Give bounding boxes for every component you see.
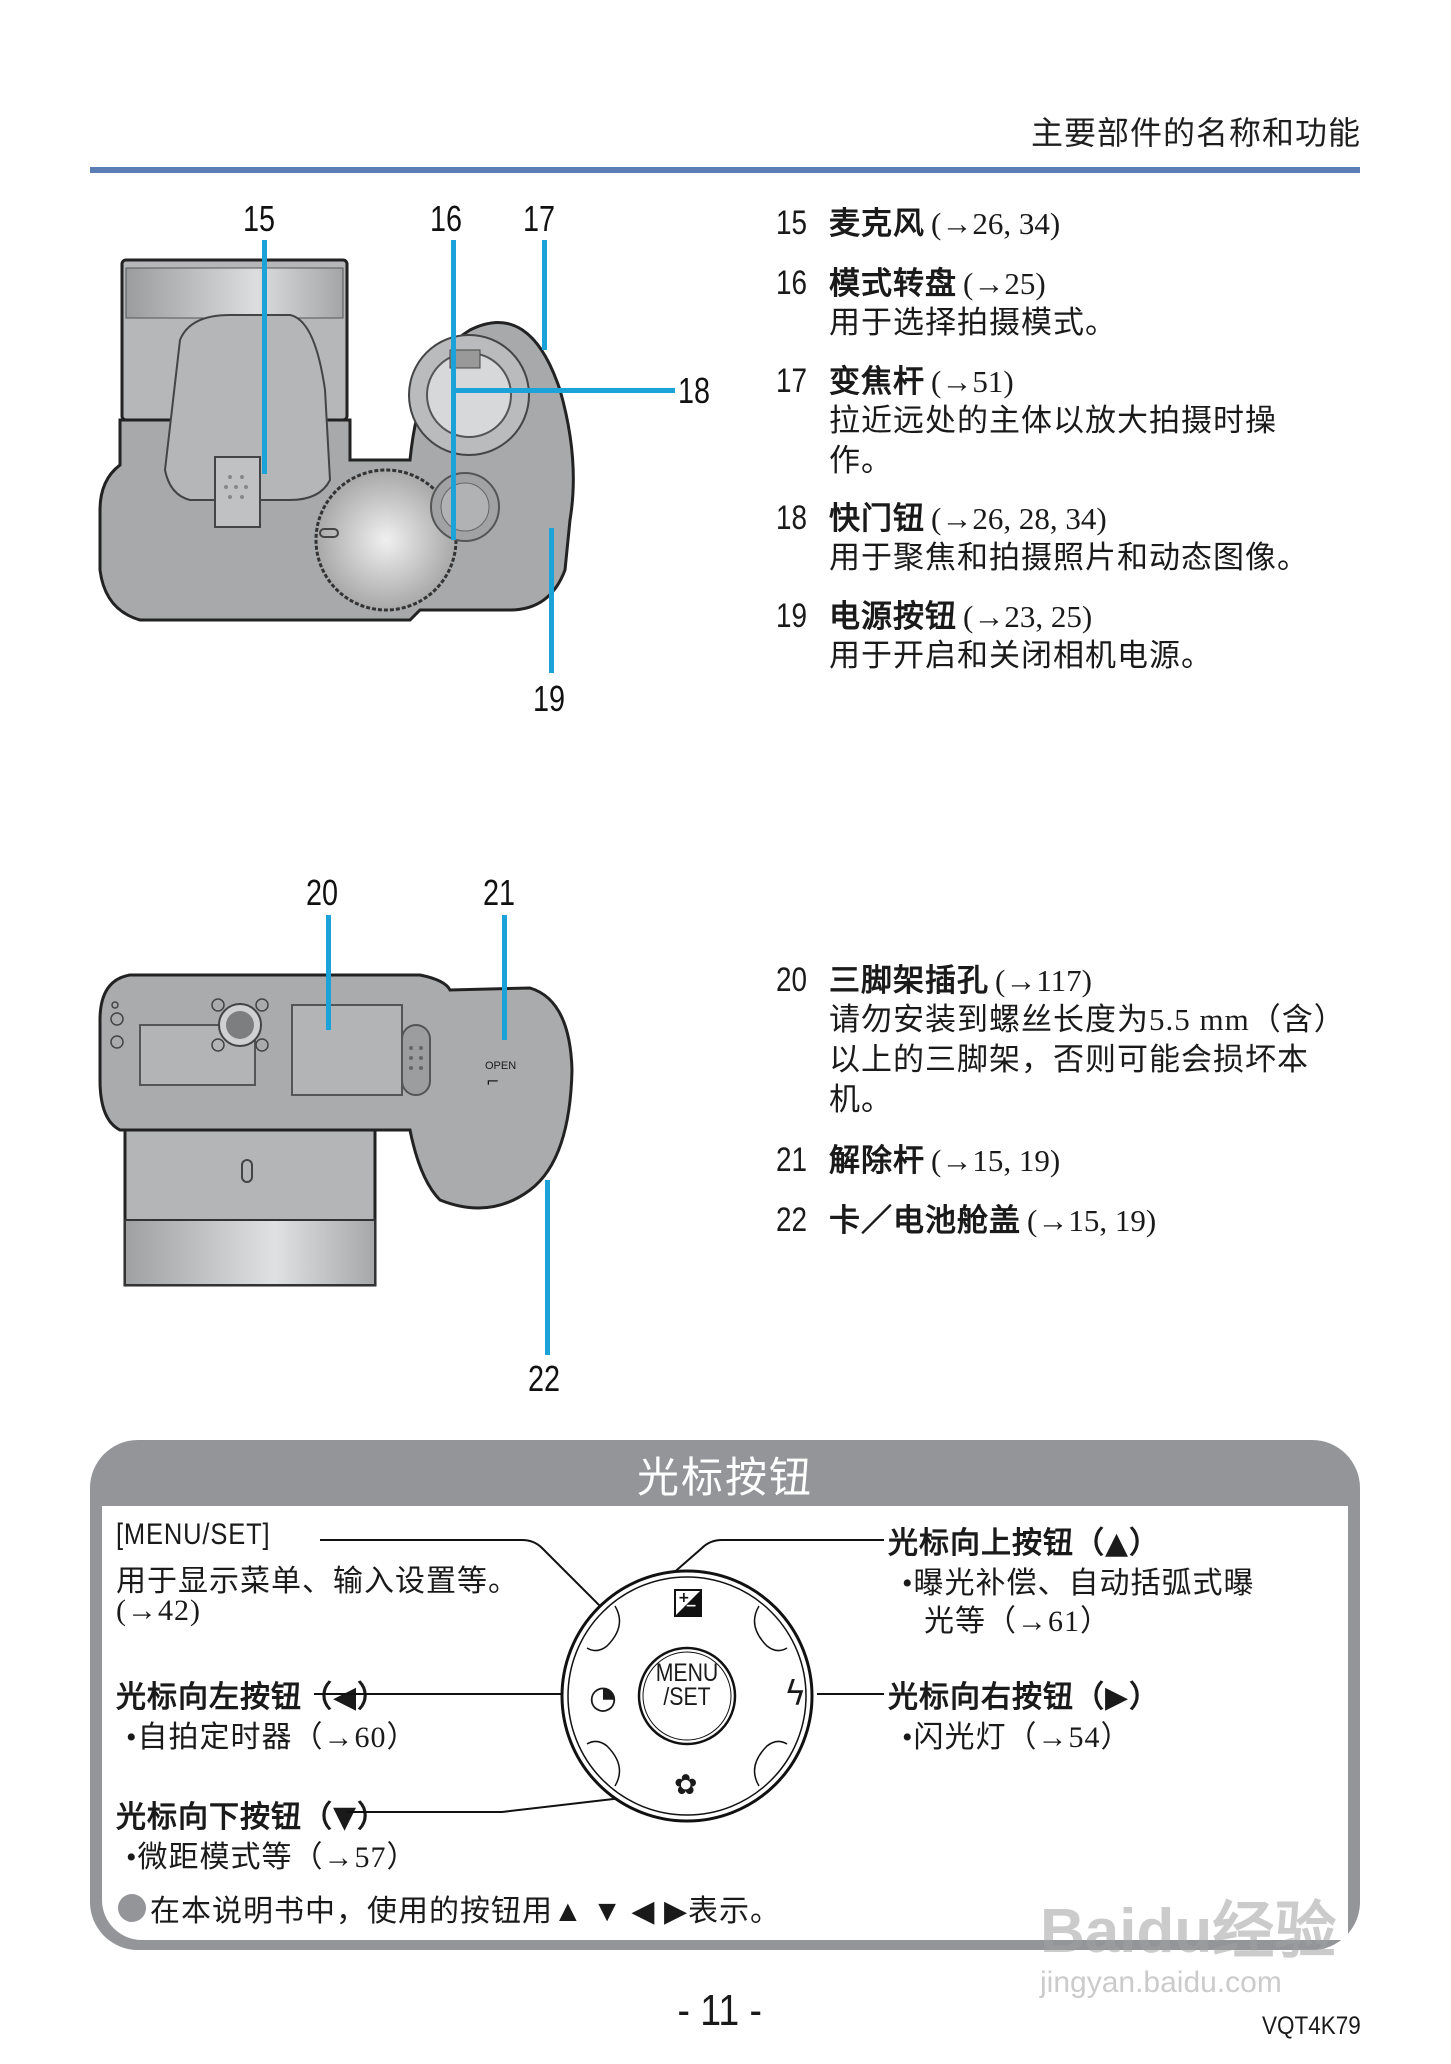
- menu-set-text-1: MENU: [655, 1659, 719, 1687]
- item-number: 21: [776, 1141, 808, 1179]
- item-number: 16: [776, 264, 808, 302]
- callout-line-20: [326, 915, 331, 1030]
- panel-body: [MENU/SET] 用于显示菜单、输入设置等。 (→42) 光标向左按钮（◀）…: [102, 1506, 1348, 1940]
- cursor-buttons-panel: 光标按钮 [MENU/SET] 用于显示菜单、输入设置等。 (→42) 光标向左…: [90, 1440, 1360, 1950]
- flash-icon[interactable]: ϟ: [784, 1674, 807, 1714]
- page-section-title: 主要部件的名称和功能: [1030, 114, 1361, 152]
- menu-set-desc: 用于显示菜单、输入设置等。: [116, 1565, 519, 1598]
- callout-17: 17: [523, 198, 556, 239]
- item-name: 卡／电池舱盖: [829, 1203, 1021, 1239]
- page-ref: (→15, 19): [1027, 1203, 1157, 1238]
- callout-16: 16: [430, 198, 463, 239]
- right-button-desc: •闪光灯（→54）: [902, 1721, 1132, 1754]
- callout-15: 15: [243, 198, 276, 239]
- item-description: 拉近远处的主体以放大拍摄时操作。: [829, 403, 1277, 478]
- item-17-zoom-lever: 17 变焦杆(→51) 拉近远处的主体以放大拍摄时操作。: [776, 356, 1339, 481]
- item-20-tripod-receptacle: 20 三脚架插孔(→117) 请勿安装到螺丝长度为5.5 mm（含）以上的三脚架，…: [776, 955, 1364, 1120]
- page-number: - 11 -: [677, 1986, 762, 2035]
- callout-line-22: [545, 1180, 550, 1355]
- item-number: 20: [776, 961, 808, 999]
- item-name: 快门钮: [829, 501, 925, 537]
- item-number: 19: [776, 597, 808, 635]
- item-number: 22: [776, 1201, 808, 1239]
- callout-line-21: [502, 915, 507, 1040]
- panel-title: 光标按钮: [636, 1453, 813, 1502]
- item-22-card-battery-door: 22 卡／电池舱盖(→15, 19): [776, 1195, 1156, 1240]
- item-number: 18: [776, 499, 808, 537]
- up-button-label: 光标向上按钮（▲）: [888, 1526, 1161, 1561]
- watermark-url: jingyan.baidu.com: [1040, 1966, 1282, 1999]
- header-divider: [90, 167, 1360, 173]
- menu-set-ref: (→42): [116, 1594, 201, 1627]
- callout-20: 20: [306, 872, 339, 913]
- callout-21: 21: [483, 872, 516, 913]
- callout-line-17: [542, 240, 547, 350]
- camera-top-view-figure: [90, 190, 740, 710]
- up-button-desc-1: •曝光补偿、自动括弧式曝: [902, 1567, 1255, 1600]
- page-ref: (→23, 25): [963, 599, 1093, 634]
- page-ref: (→51): [931, 364, 1014, 399]
- open-arrow-icon: ⌐: [486, 1072, 500, 1091]
- up-button-desc-2: 光等（→61）: [924, 1605, 1111, 1638]
- item-name: 麦克风: [829, 206, 925, 242]
- item-description: 用于聚焦和拍摄照片和动态图像。: [829, 540, 1309, 575]
- note-bullet-icon: [118, 1894, 146, 1922]
- page-ref: (→15, 19): [931, 1143, 1061, 1178]
- item-name: 电源按钮: [829, 599, 957, 635]
- item-name: 三脚架插孔: [829, 963, 989, 999]
- item-name: 模式转盘: [829, 266, 957, 302]
- right-button-label: 光标向右按钮（▶）: [888, 1680, 1161, 1715]
- item-number: 15: [776, 204, 808, 242]
- item-number: 17: [776, 362, 808, 400]
- page-ref: (→25): [963, 266, 1046, 301]
- page-ref: (→26, 28, 34): [931, 501, 1107, 536]
- watermark: Baidu经验 jingyan.baidu.com: [1040, 1880, 1336, 2000]
- callout-line-16: [451, 240, 456, 540]
- item-name: 变焦杆: [829, 364, 925, 400]
- item-21-release-lever: 21 解除杆(→15, 19): [776, 1135, 1060, 1180]
- item-19-power-button: 19 电源按钮(→23, 25) 用于开启和关闭相机电源。: [776, 591, 1369, 676]
- callout-line-19: [549, 528, 554, 673]
- callout-22: 22: [528, 1358, 561, 1399]
- item-description: 用于选择拍摄模式。: [829, 305, 1117, 340]
- top-item-list: 15 麦克风(→26, 34) 16 模式转盘(→25) 用于选择拍摄模式。 17 变…: [776, 198, 1376, 698]
- document-code: VQT4K79: [1262, 2012, 1361, 2040]
- page-ref: (→26, 34): [931, 206, 1061, 241]
- camera-bottom-view-figure: [90, 960, 650, 1360]
- down-button-desc: •微距模式等（→57）: [126, 1841, 418, 1874]
- left-button-desc: •自拍定时器（→60）: [126, 1721, 418, 1754]
- self-timer-icon[interactable]: ◔: [589, 1678, 617, 1716]
- item-15-microphone: 15 麦克风(→26, 34): [776, 198, 1060, 243]
- callout-line-18: [455, 388, 675, 393]
- callout-line-15: [262, 240, 267, 474]
- down-button-label: 光标向下按钮（▼）: [116, 1800, 389, 1835]
- item-18-shutter-button: 18 快门钮(→26, 28, 34) 用于聚焦和拍摄照片和动态图像。: [776, 493, 1389, 578]
- item-description: 用于开启和关闭相机电源。: [829, 638, 1213, 673]
- menu-set-button[interactable]: MENU /SET: [653, 1659, 721, 1711]
- callout-19: 19: [533, 678, 566, 719]
- item-description: 请勿安装到螺丝长度为5.5 mm（含）以上的三脚架，否则可能会损坏本机。: [829, 1002, 1346, 1117]
- page-ref: (→117): [995, 963, 1092, 998]
- cursor-dial: [557, 1566, 817, 1826]
- item-name: 解除杆: [829, 1143, 925, 1179]
- menu-set-text-2: /SET: [663, 1683, 711, 1711]
- leader-lines: [314, 1539, 884, 1813]
- exposure-compensation-icon[interactable]: + −: [674, 1589, 702, 1617]
- usage-note: 在本说明书中，使用的按钮用▲ ▼ ◀ ▶表示。: [150, 1895, 782, 1928]
- left-button-label: 光标向左按钮（◀）: [116, 1680, 389, 1715]
- menu-set-label: [MENU/SET]: [116, 1518, 271, 1551]
- open-label: OPEN: [485, 1060, 517, 1072]
- watermark-brand: Baidu经验: [1040, 1897, 1337, 1966]
- item-16-mode-dial: 16 模式转盘(→25) 用于选择拍摄模式。: [776, 258, 1369, 343]
- callout-18: 18: [678, 370, 711, 411]
- macro-icon[interactable]: ✿: [674, 1768, 698, 1801]
- bottom-item-list: 20 三脚架插孔(→117) 请勿安装到螺丝长度为5.5 mm（含）以上的三脚架，…: [776, 955, 1376, 1255]
